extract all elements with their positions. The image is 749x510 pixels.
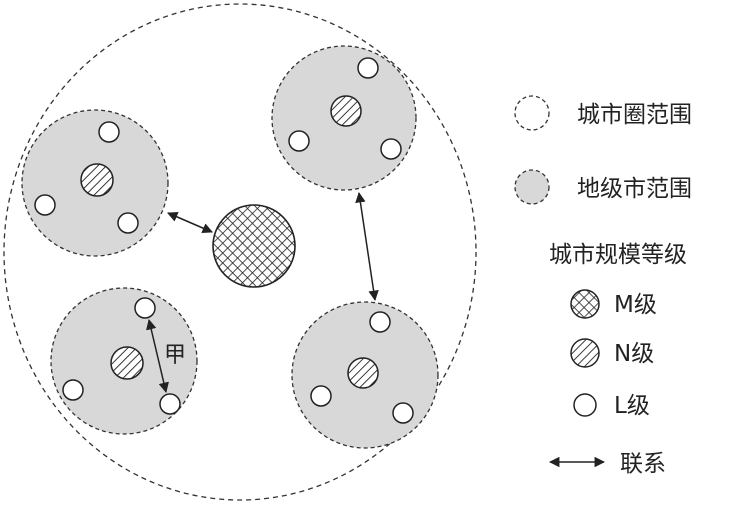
legend-l-level-symbol: [573, 393, 597, 417]
link-arrow-jia: [146, 318, 169, 394]
l-level-city: [310, 385, 332, 407]
legend-link-label: 联系: [620, 451, 666, 477]
m-level-city-central: [212, 204, 296, 288]
n-level-city: [80, 163, 114, 197]
legend-m-level-label: M级: [614, 292, 657, 318]
legend-n-level-label: N级: [614, 341, 654, 367]
n-level-city: [347, 357, 379, 389]
n-level-city: [330, 95, 362, 127]
legend: 城市圈范围 地级市范围 城市规模等级 M级 N级 L级 联系: [514, 95, 692, 477]
l-level-city: [117, 212, 139, 234]
l-level-city: [380, 138, 402, 160]
prefecture-region-top-left: [21, 109, 169, 257]
l-level-city: [357, 57, 379, 79]
l-level-city: [159, 393, 181, 415]
prefecture-region-bottom-right: [291, 301, 439, 449]
legend-n-level-symbol: [570, 338, 600, 368]
l-level-city: [288, 130, 310, 152]
l-level-city: [34, 194, 56, 216]
l-level-city: [369, 311, 391, 333]
n-level-city: [110, 346, 144, 380]
city-circle-boundary: [3, 3, 477, 501]
legend-city-circle-symbol: [514, 95, 550, 131]
label-jia: 甲: [164, 343, 186, 368]
l-level-city: [392, 402, 414, 424]
l-level-city: [98, 121, 120, 143]
legend-l-level-label: L级: [614, 393, 650, 419]
legend-prefecture-label: 地级市范围: [577, 176, 692, 202]
link-arrow-topright-bottomright: [355, 191, 379, 302]
legend-prefecture-symbol: [514, 169, 550, 205]
prefecture-region-top-right: [271, 45, 417, 191]
l-level-city: [134, 297, 156, 319]
legend-city-circle-label: 城市圈范围: [577, 102, 692, 128]
l-level-city: [62, 379, 84, 401]
legend-m-level-symbol: [570, 289, 600, 319]
legend-scale-heading: 城市规模等级: [549, 242, 687, 268]
link-arrow-central-topleft: [167, 211, 213, 234]
